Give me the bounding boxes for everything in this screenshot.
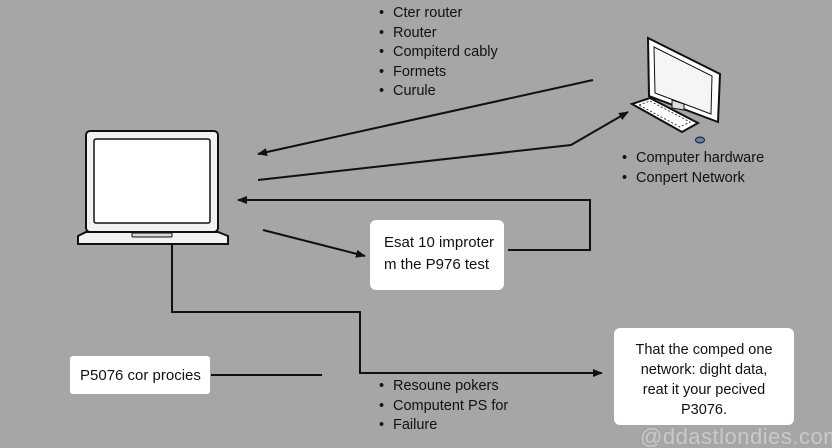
callout-line: reat it your pecived (642, 382, 766, 398)
router-list: Cter router Router Compiterd cably Forme… (379, 4, 498, 102)
list-item: Cter router (379, 4, 498, 24)
keyboard-icon (629, 96, 701, 134)
list-item: Computent PS for (379, 397, 508, 417)
desktop-monitor-icon (646, 36, 722, 124)
callout-line: m the P976 test (384, 256, 490, 273)
list-item: Curule (379, 82, 498, 102)
list-item: Conpert Network (622, 169, 764, 189)
procies-label: P5076 cor procies (80, 367, 201, 384)
callout-line: network: dight data, (640, 362, 768, 378)
mouse-icon (695, 136, 705, 144)
connector-laptop-to-network (171, 244, 603, 377)
test-callout-box: Esat 10 improter m the P976 test (370, 220, 504, 290)
connector-lines (171, 79, 629, 377)
connector-test-loop (237, 196, 591, 251)
list-item: Resoune pokers (379, 377, 508, 397)
callout-line: That the comped one (635, 342, 773, 358)
procies-label-box: P5076 cor procies (70, 356, 210, 394)
connector-laptop-to-keyboard (257, 111, 629, 181)
list-item: Failure (379, 416, 508, 436)
callout-line: Esat 10 improter (384, 234, 495, 251)
laptop-icon (77, 130, 229, 245)
connector-laptop-to-test (262, 229, 366, 258)
callout-line: P3076. (681, 402, 727, 418)
watermark: @ddastlondies.com (640, 424, 832, 448)
network-callout-box: That the comped one network: dight data,… (614, 328, 794, 425)
list-item: Compiterd cably (379, 43, 498, 63)
list-item: Formets (379, 63, 498, 83)
connector-monitor-to-laptop (257, 79, 594, 156)
resource-list: Resoune pokers Computent PS for Failure (379, 377, 508, 436)
hardware-list: Computer hardware Conpert Network (622, 149, 764, 188)
list-item: Computer hardware (622, 149, 764, 169)
list-item: Router (379, 24, 498, 44)
